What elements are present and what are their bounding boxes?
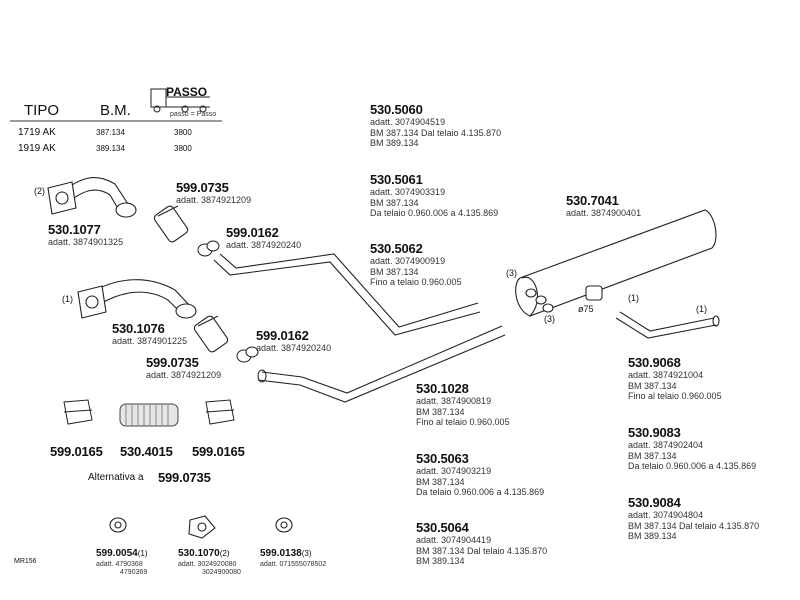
row2-passo: 3800: [174, 144, 192, 153]
gasket-599-0054: [109, 517, 127, 533]
pipe-530-1076: [77, 279, 197, 319]
callout-2: (2): [34, 186, 45, 196]
alternativa-code: 599.0735: [158, 470, 211, 485]
passo-caption: passo = Passo: [170, 111, 217, 118]
part-599-0162-lower: 599.0162 adatt. 3874920240: [256, 328, 332, 353]
gasket-530-1070: [188, 515, 216, 539]
part-530-7041: 530.7041 adatt. 3874900401: [566, 193, 642, 218]
sleeve-599-0735-lower: [193, 315, 229, 353]
part-530-1077: 530.1077 adatt. 3874901325: [48, 222, 124, 247]
pipe-530-1028: [257, 325, 506, 403]
alternativa-label: Alternativa a: [88, 472, 144, 483]
part-599-0735-lower: 599.0735 adatt. 3874921209: [146, 355, 222, 380]
clamp-599-0162-lower: [236, 346, 259, 363]
row1-tipo: 1719 AK: [18, 127, 56, 138]
part-599-0138: 599.0138(3) adatt. 071555078502: [260, 548, 327, 568]
table-header-tipo: TIPO: [24, 102, 60, 119]
part-599-0162-upper: 599.0162 adatt. 3874920240: [226, 225, 302, 250]
callout-1-tail-left: (1): [628, 293, 639, 303]
part-530-4015: 530.4015: [120, 444, 173, 459]
clamp-599-0162-upper: [197, 240, 220, 257]
callout-3-lower: (3): [544, 314, 555, 324]
sleeve-599-0735-upper: [153, 205, 189, 243]
row2-tipo: 1919 AK: [18, 143, 56, 154]
part-599-0165-left: 599.0165: [50, 444, 103, 459]
pipe-530-1077: [47, 177, 137, 218]
row2-bm: 389.134: [96, 144, 125, 153]
footer-ref: MR156: [14, 558, 37, 565]
clamp-599-0165-left: [63, 399, 93, 425]
pipe-530-5061: [213, 253, 481, 336]
pipe-530-9068: [615, 311, 720, 339]
muffler-530-7041: [515, 209, 717, 317]
callout-1: (1): [62, 294, 73, 304]
flexible-pipe-530-4015: [119, 403, 179, 427]
diameter-label: ø75: [578, 304, 594, 314]
row1-bm: 387.134: [96, 128, 125, 137]
table-header-passo: PASSO: [166, 85, 208, 99]
truck-icon: [150, 88, 210, 113]
part-599-0165-right: 599.0165: [192, 444, 245, 459]
clamp-599-0165-right: [205, 399, 235, 425]
gasket-599-0138: [275, 517, 293, 533]
part-530-1076: 530.1076 adatt. 3874901225: [112, 321, 188, 346]
callout-1-tail-right: (1): [696, 304, 707, 314]
table-header-bm: B.M.: [100, 102, 131, 119]
part-599-0735-upper: 599.0735 adatt. 3874921209: [176, 180, 252, 205]
callout-3-upper: (3): [506, 268, 517, 278]
row1-passo: 3800: [174, 128, 192, 137]
